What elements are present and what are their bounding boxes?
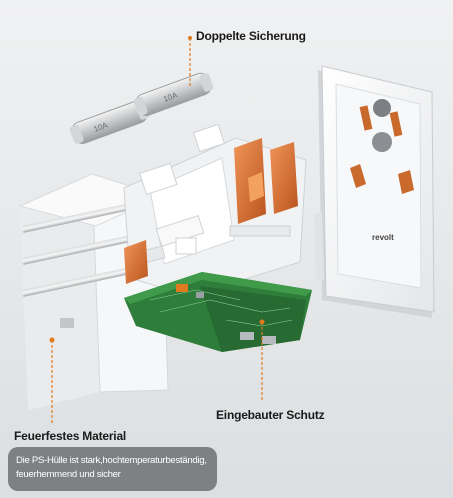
caption-text: Die PS-Hülle ist stark,hochtemperaturbes… bbox=[16, 455, 207, 480]
fuse-callout-dot bbox=[188, 36, 192, 40]
circuit-board-icon bbox=[149, 289, 293, 327]
caption-box: Die PS-Hülle ist stark,hochtemperaturbes… bbox=[8, 447, 217, 491]
socket-icon bbox=[350, 99, 414, 194]
material-label: Feuerfestes Material bbox=[14, 429, 127, 443]
circuit-board bbox=[124, 272, 312, 352]
fuse-pair: 10A 10A bbox=[69, 72, 214, 144]
copper-contacts bbox=[124, 138, 298, 284]
fuse-icon: 10A bbox=[133, 72, 214, 116]
callout-lines bbox=[51, 38, 263, 424]
socket-face-plate bbox=[314, 65, 435, 318]
protection-label: Eingebauter Schutz bbox=[216, 408, 325, 422]
fuse-label: Doppelte Sicherung bbox=[196, 29, 306, 43]
brand-logo: revolt bbox=[372, 233, 394, 242]
